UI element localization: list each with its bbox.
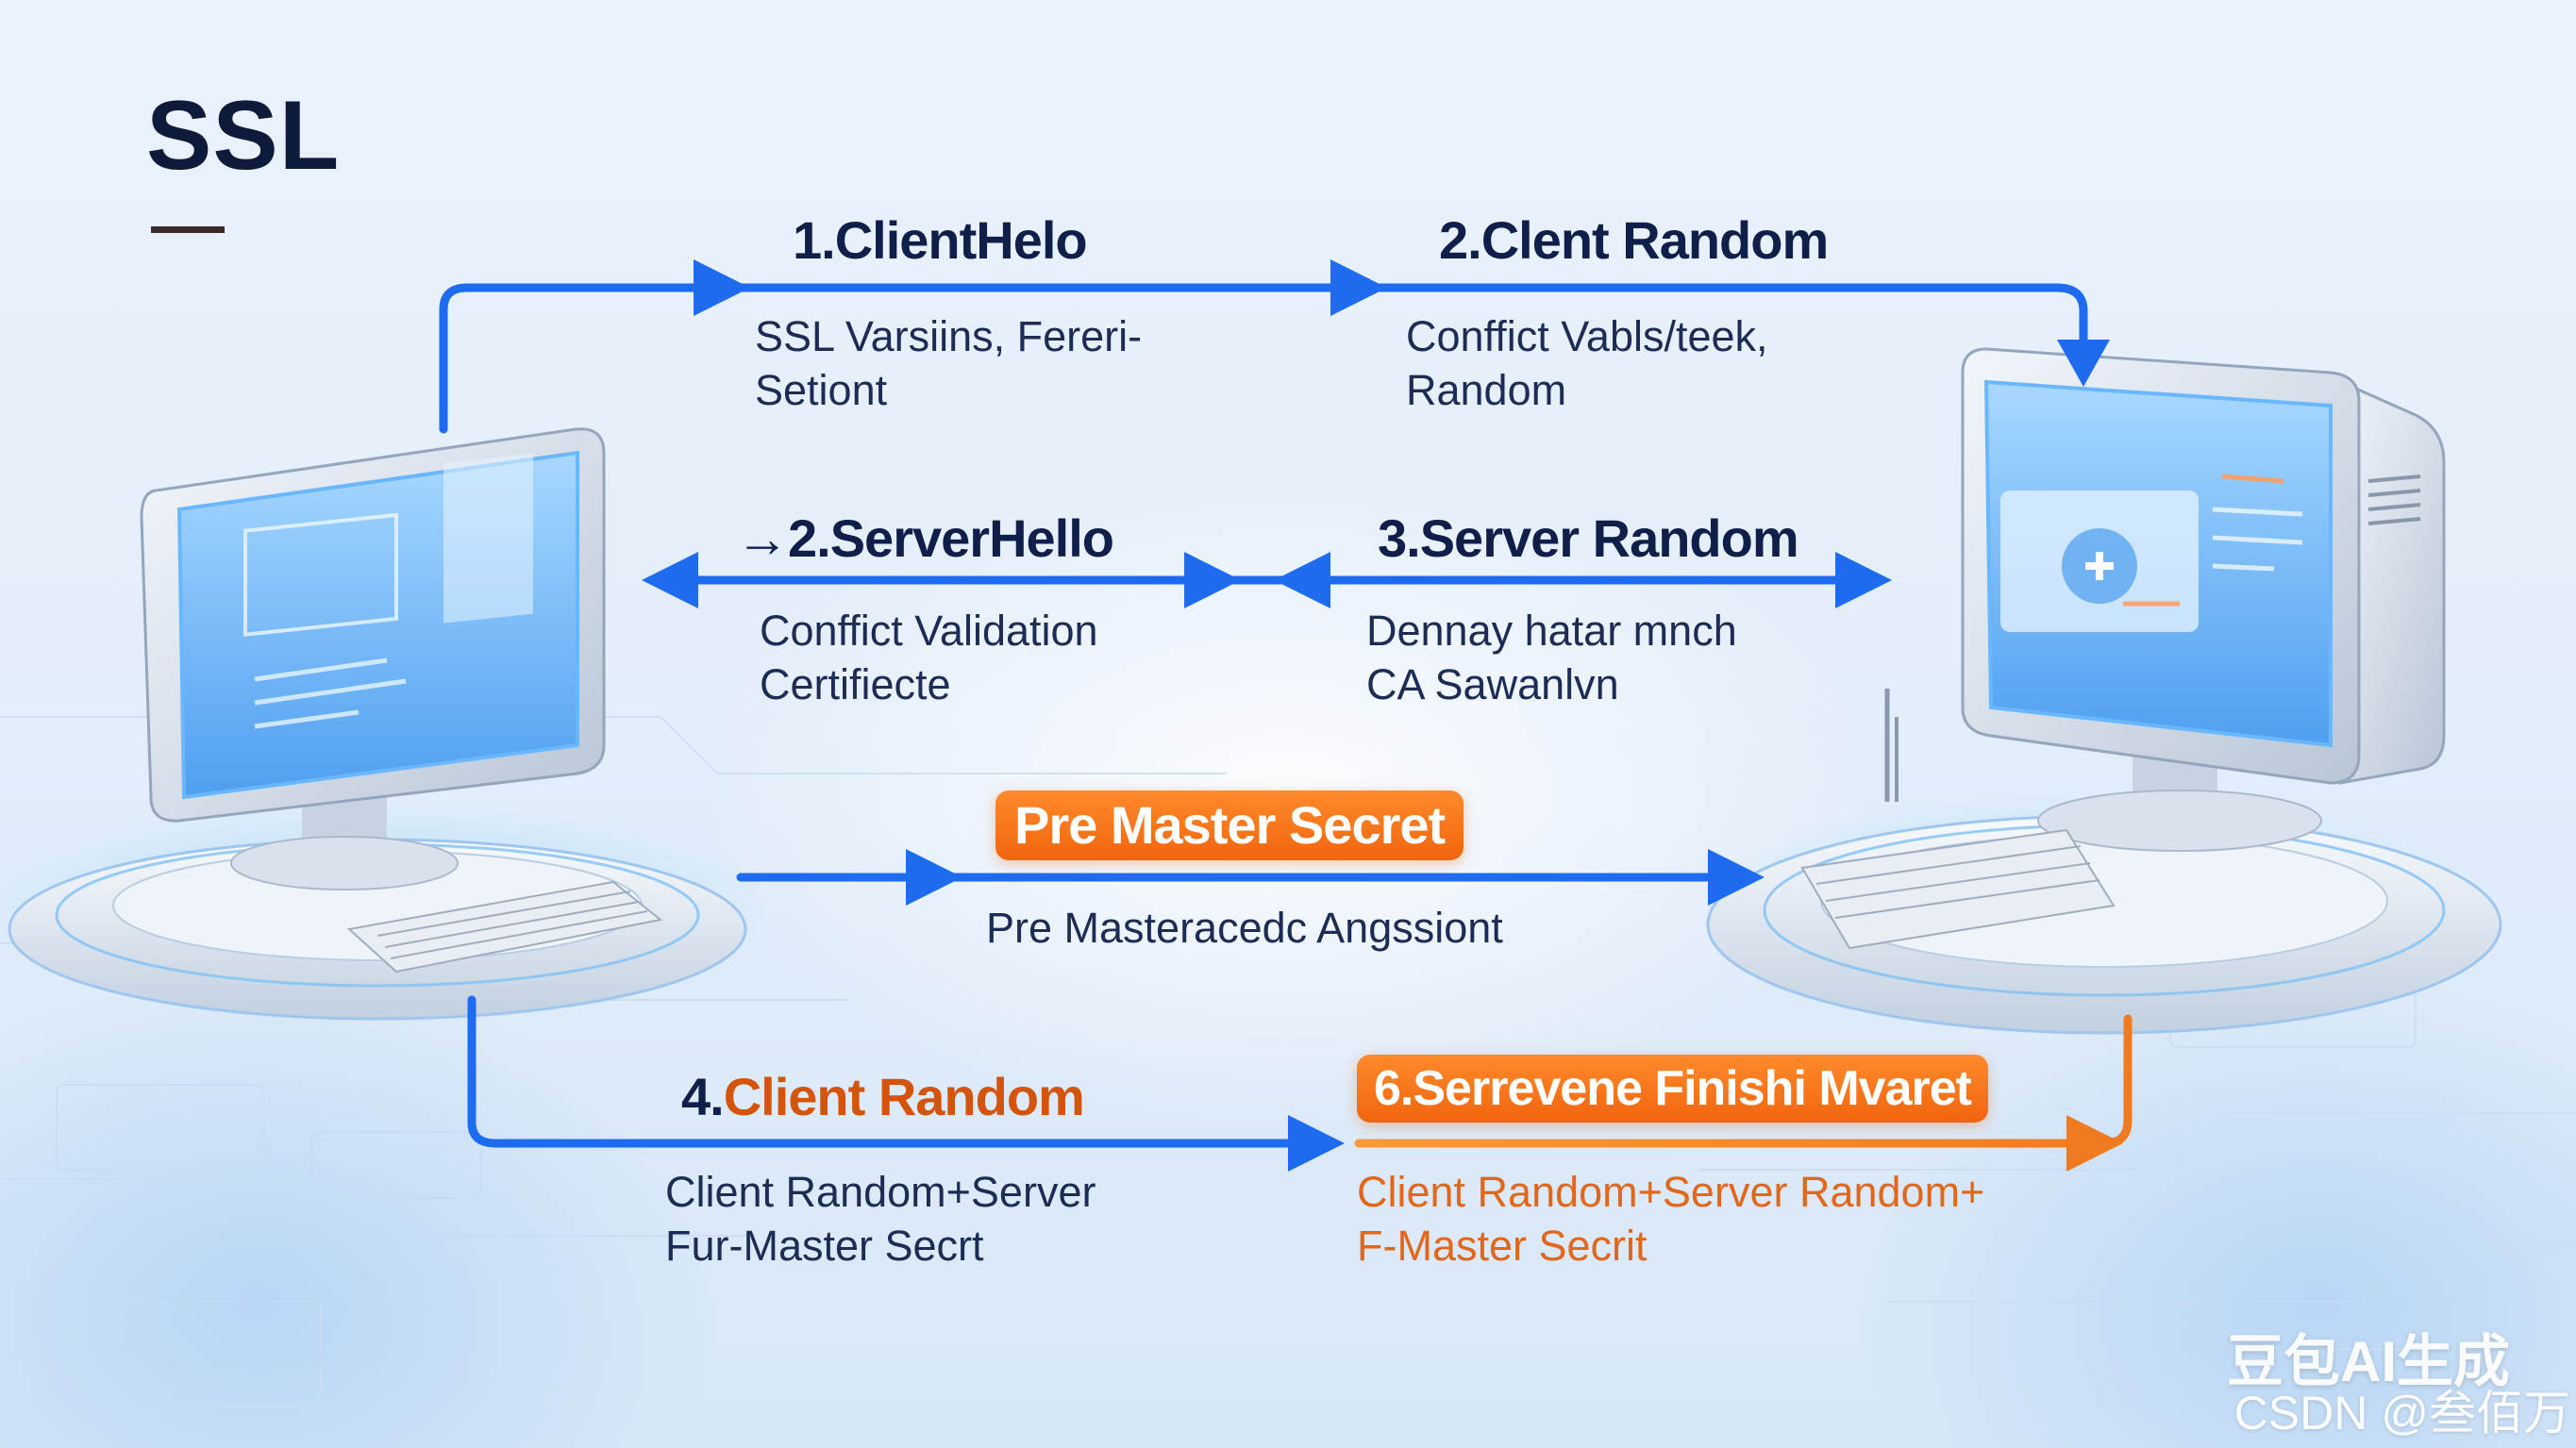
step-server-hello: →2.ServerHello: [736, 508, 1114, 568]
watermark: 豆包AI生成: [2227, 1330, 2510, 1393]
note-client-random-top: Conffict Vabls/teek, Random: [1406, 312, 1768, 414]
title-underline: [151, 226, 225, 233]
note-finish: Client Random+Server Random+ F-Master Se…: [1357, 1168, 1985, 1270]
step-label: Client Random: [723, 1067, 1085, 1126]
finish-badge: 6.Serrevene Finishi Mvaret: [1357, 1055, 1988, 1123]
step-client-hello: 1.ClientHelo: [793, 210, 1088, 270]
note-pre-master: Pre Masteracedc Angssiont: [986, 904, 1503, 952]
step-number: 4.: [681, 1067, 725, 1126]
note-client-random-bottom: Client Random+Server Fur-Master Secrt: [665, 1168, 1096, 1270]
note-server-hello: Conffict Validation Certifiecte: [760, 607, 1098, 708]
note-client-hello: SSL Varsiins, Fereri- Setiont: [755, 312, 1143, 414]
page-title: SSL: [146, 81, 341, 191]
pre-master-secret-badge: Pre Master Secret: [995, 791, 1464, 860]
note-server-random: Dennay hatar mnch CA Sawanlvn: [1366, 607, 1737, 708]
step-server-random: 3.Server Random: [1378, 508, 1799, 568]
step-client-random-bottom: 4.Client Random: [681, 1066, 1085, 1127]
credit-text: CSDN @叁佰万: [2233, 1387, 2570, 1440]
step-client-random-top: 2.Clent Random: [1439, 210, 1829, 270]
